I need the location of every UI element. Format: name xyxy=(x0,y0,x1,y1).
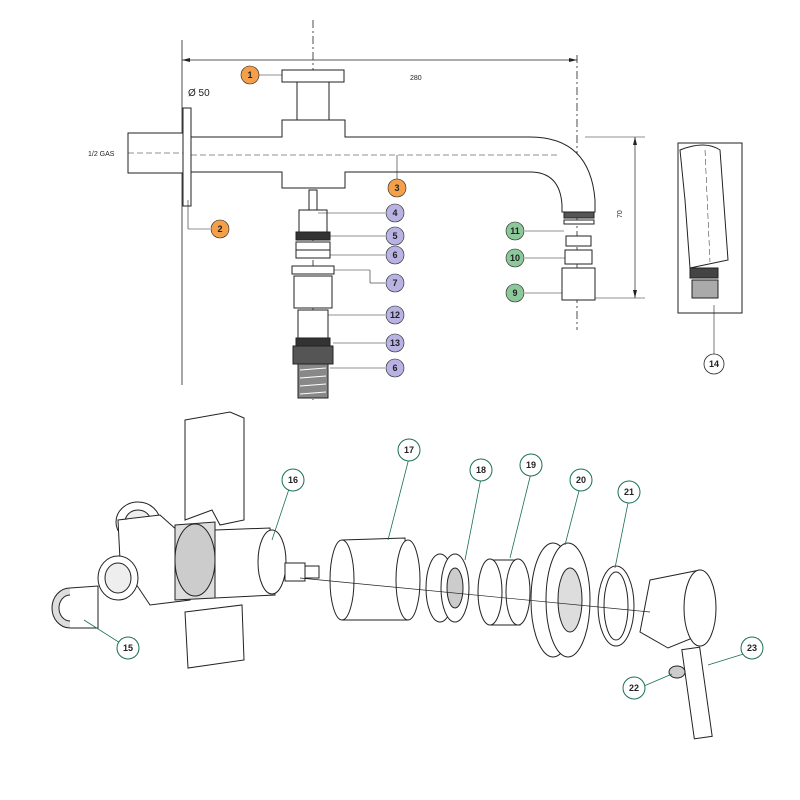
svg-text:4: 4 xyxy=(392,208,397,218)
callout-15: 15 xyxy=(116,636,140,660)
callout-6-lower: 6 xyxy=(385,358,405,378)
callout-14: 14 xyxy=(703,353,725,375)
callout-2: 2 xyxy=(210,219,230,239)
svg-text:2: 2 xyxy=(217,224,222,234)
callout-23: 23 xyxy=(740,636,764,660)
svg-text:1: 1 xyxy=(247,70,252,80)
svg-text:3: 3 xyxy=(394,183,399,193)
diameter-label: Ø 50 xyxy=(188,88,210,99)
callout-18: 18 xyxy=(469,458,493,482)
callout-20: 20 xyxy=(569,468,593,492)
svg-text:20: 20 xyxy=(576,475,586,485)
callout-12: 12 xyxy=(385,305,405,325)
callout-1: 1 xyxy=(240,65,260,85)
callout-13: 13 xyxy=(385,333,405,353)
thread-label: 1/2 GAS xyxy=(88,151,115,158)
callout-21: 21 xyxy=(617,480,641,504)
svg-text:15: 15 xyxy=(123,643,133,653)
callout-11: 11 xyxy=(505,221,525,241)
top-assembly-drawing xyxy=(127,20,743,400)
svg-text:5: 5 xyxy=(392,231,397,241)
svg-text:6: 6 xyxy=(392,363,397,373)
svg-text:6: 6 xyxy=(392,250,397,260)
svg-text:23: 23 xyxy=(747,643,757,653)
svg-text:17: 17 xyxy=(404,445,414,455)
svg-text:11: 11 xyxy=(510,226,520,236)
callouts-bottom: 15 16 17 18 19 20 21 22 23 xyxy=(116,438,764,700)
svg-text:9: 9 xyxy=(512,288,517,298)
callout-3: 3 xyxy=(387,178,407,198)
svg-text:7: 7 xyxy=(392,278,397,288)
svg-text:13: 13 xyxy=(390,338,400,348)
callout-7: 7 xyxy=(385,273,405,293)
svg-text:12: 12 xyxy=(390,310,400,320)
callout-4: 4 xyxy=(385,203,405,223)
svg-text:22: 22 xyxy=(629,683,639,693)
svg-text:21: 21 xyxy=(624,487,634,497)
height-label: 70 xyxy=(617,210,624,218)
callout-9: 9 xyxy=(505,283,525,303)
callout-22: 22 xyxy=(622,676,646,700)
svg-text:18: 18 xyxy=(476,465,486,475)
callout-5: 5 xyxy=(385,226,405,246)
callout-19: 19 xyxy=(519,453,543,477)
callout-17: 17 xyxy=(397,438,421,462)
callouts-top: 1 2 3 4 5 6 7 12 13 6 11 10 9 14 xyxy=(210,65,725,378)
svg-text:10: 10 xyxy=(510,253,520,263)
callout-16: 16 xyxy=(281,468,305,492)
callout-10: 10 xyxy=(505,248,525,268)
length-label: 280 xyxy=(410,75,422,82)
svg-text:14: 14 xyxy=(709,359,719,369)
svg-text:16: 16 xyxy=(288,475,298,485)
svg-text:19: 19 xyxy=(526,460,536,470)
bottom-exploded-drawing xyxy=(51,411,751,740)
callout-6-upper: 6 xyxy=(385,245,405,265)
